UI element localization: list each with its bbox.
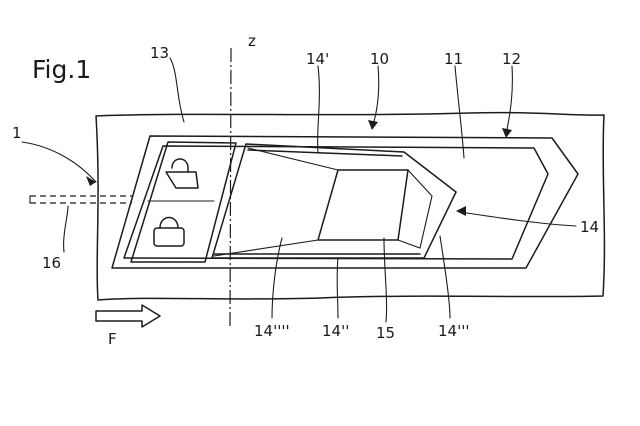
leader-16 <box>63 205 69 253</box>
recess-face-right <box>397 169 433 249</box>
axis-z-line <box>229 47 232 329</box>
ref-label-15: 15 <box>376 324 395 342</box>
leader-13 <box>169 57 185 123</box>
ref-label-14ppp: 14''' <box>438 322 469 340</box>
leader-14pp <box>336 257 339 319</box>
arrow-right-icon <box>95 304 161 328</box>
reference-arrow-14 <box>456 206 577 227</box>
ref-label-10: 10 <box>370 50 389 68</box>
leader-14ppp <box>439 235 451 319</box>
leader-11 <box>454 65 465 159</box>
ref-label-14: 14 <box>580 218 599 236</box>
ref-label-14pppp: 14'''' <box>254 322 290 340</box>
body-panel-outline <box>95 111 606 301</box>
ref-label-14p: 14' <box>306 50 329 68</box>
ref-label-14pp: 14'' <box>322 322 349 340</box>
ref-label-16: 16 <box>42 254 61 272</box>
leader-15 <box>383 237 388 323</box>
padlock-open-icon <box>165 158 199 189</box>
reference-arrow-1 <box>21 141 97 186</box>
leader-12 <box>505 65 513 137</box>
reference-arrow-12 <box>502 128 512 138</box>
padlock-closed-icon <box>153 216 185 247</box>
axis-z-label: z <box>248 32 256 50</box>
ref-label-11: 11 <box>444 50 463 68</box>
ref-label-1: 1 <box>12 124 22 142</box>
reference-arrow-10 <box>368 65 380 130</box>
outer-frame-12 <box>111 135 579 269</box>
leader-14pppp <box>271 237 283 319</box>
lock-button-panel <box>130 141 237 263</box>
inner-frame-11 <box>123 145 549 260</box>
ref-label-12: 12 <box>502 50 521 68</box>
ref-label-13: 13 <box>150 44 169 62</box>
handle-recess-14 <box>211 143 457 259</box>
recess-face-upper <box>247 147 339 171</box>
recess-edge-upper <box>247 149 403 157</box>
grip-plate-15 <box>317 169 409 241</box>
direction-label: F <box>108 330 117 348</box>
figure-title: Fig.1 <box>32 55 91 84</box>
leader-14p <box>317 65 320 153</box>
